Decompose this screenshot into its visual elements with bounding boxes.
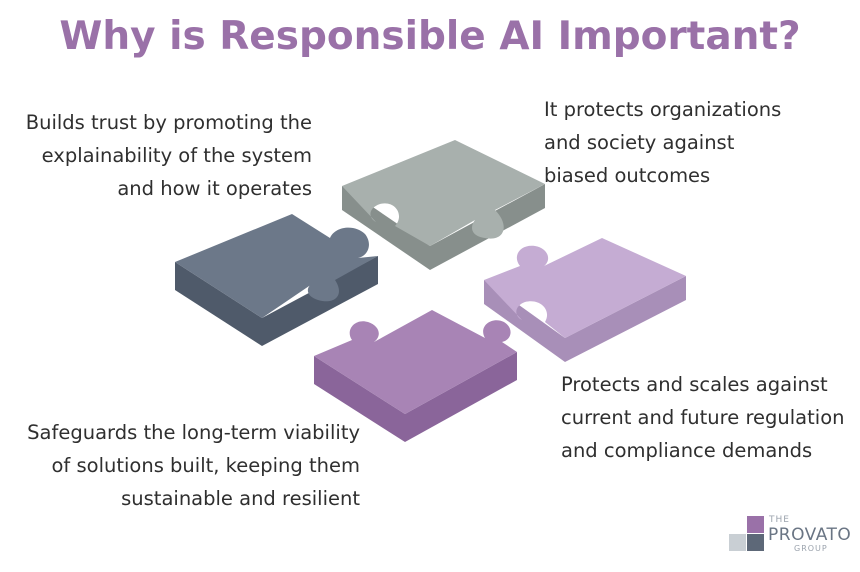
caption-line: Builds trust by promoting the bbox=[25, 111, 312, 134]
caption-line: sustainable and resilient bbox=[121, 487, 360, 510]
gray-piece bbox=[342, 140, 545, 270]
caption-bottom-left: Safeguards the long-term viability of so… bbox=[0, 416, 360, 515]
caption-line: and how it operates bbox=[117, 177, 312, 200]
logo-text-provato: PROVATO bbox=[768, 525, 852, 545]
caption-line: current and future regulation bbox=[561, 406, 845, 429]
slate-piece bbox=[175, 214, 378, 346]
caption-line: and compliance demands bbox=[561, 439, 813, 462]
purple-piece-top bbox=[314, 310, 517, 414]
purple-piece bbox=[314, 310, 517, 442]
caption-line: and society against bbox=[544, 131, 735, 154]
caption-top-left: Builds trust by promoting the explainabi… bbox=[0, 106, 312, 205]
caption-line: biased outcomes bbox=[544, 164, 711, 187]
slate-piece-side bbox=[175, 262, 262, 346]
logo-text-group: GROUP bbox=[794, 544, 828, 553]
slate-piece-side2 bbox=[262, 256, 378, 346]
logo-square-slate bbox=[747, 534, 764, 551]
logo-square-purple bbox=[747, 516, 764, 533]
page-title: Why is Responsible AI Important? bbox=[59, 14, 801, 59]
logo-square-light bbox=[729, 534, 746, 551]
caption-top-right: It protects organizations and society ag… bbox=[544, 93, 844, 192]
caption-bottom-right: Protects and scales against current and … bbox=[561, 368, 860, 467]
lilac-piece-side2 bbox=[565, 276, 686, 362]
purple-piece-side2 bbox=[405, 352, 517, 442]
caption-line: It protects organizations bbox=[544, 98, 782, 121]
slate-piece-top bbox=[175, 214, 378, 318]
lilac-piece bbox=[484, 238, 686, 362]
caption-line: of solutions built, keeping them bbox=[51, 454, 360, 477]
caption-line: explainability of the system bbox=[41, 144, 312, 167]
caption-line: Protects and scales against bbox=[561, 373, 828, 396]
logo-text-the: THE bbox=[769, 515, 790, 525]
caption-line: Safeguards the long-term viability bbox=[27, 421, 360, 444]
provato-logo: THE PROVATO GROUP bbox=[726, 514, 856, 554]
purple-piece-side bbox=[314, 356, 405, 442]
lilac-piece-top bbox=[484, 238, 686, 338]
gray-piece-top bbox=[342, 140, 545, 246]
